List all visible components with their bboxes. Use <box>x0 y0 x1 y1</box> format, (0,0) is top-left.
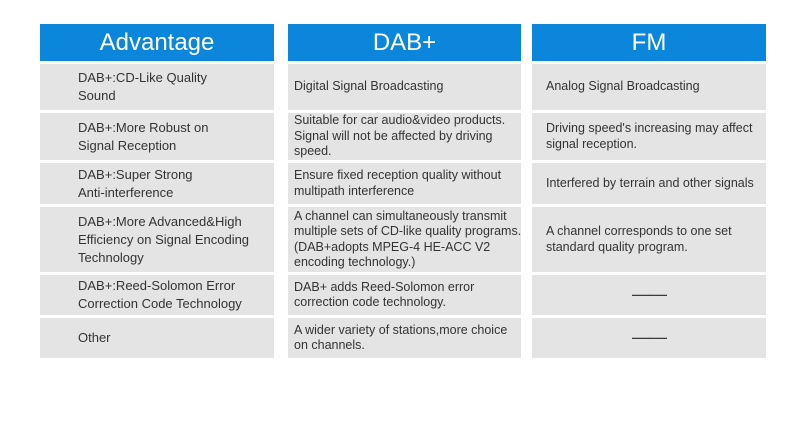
cell-text: DAB+:Super Strong Anti-interference <box>78 166 193 200</box>
advantage-cell-other: Other <box>40 318 274 358</box>
advantage-cell-error-correction: DAB+:Reed-Solomon Error Correction Code … <box>40 275 274 315</box>
cell-text: DAB+:More Advanced&High Efficiency on Si… <box>78 213 250 265</box>
dab-cell-digital-broadcasting: Digital Signal Broadcasting <box>288 64 521 110</box>
fm-cell-empty-dash: —— <box>532 275 766 315</box>
column-advantage: Advantage DAB+:CD-Like Quality Sound DAB… <box>40 24 274 358</box>
advantage-cell-cd-like-quality: DAB+:CD-Like Quality Sound <box>40 64 274 110</box>
column-header-label: FM <box>631 28 667 56</box>
cell-text: DAB+:More Robust on Signal Reception <box>78 119 209 153</box>
column-header-advantage: Advantage <box>40 24 274 61</box>
cell-text: DAB+:Reed-Solomon Error Correction Code … <box>78 278 242 311</box>
cell-text: A channel corresponds to one set standar… <box>546 224 732 254</box>
cell-text: DAB+ adds Reed-Solomon error correction … <box>294 279 475 310</box>
fm-cell-analog-broadcasting: Analog Signal Broadcasting <box>532 64 766 110</box>
dab-cell-reed-solomon: DAB+ adds Reed-Solomon error correction … <box>288 275 521 315</box>
column-header-dab: DAB+ <box>288 24 521 61</box>
fm-cell-driving-speed: Driving speed's increasing may affect si… <box>532 113 766 160</box>
cell-text: A channel can simultaneously transmit mu… <box>294 208 522 270</box>
fm-cell-one-program: A channel corresponds to one set standar… <box>532 207 766 272</box>
cell-text: A wider variety of stations,more choice … <box>294 322 508 353</box>
cell-text: Driving speed's increasing may affect si… <box>546 121 753 151</box>
advantage-cell-robust-reception: DAB+:More Robust on Signal Reception <box>40 113 274 160</box>
advantage-cell-anti-interference: DAB+:Super Strong Anti-interference <box>40 163 274 204</box>
dab-cell-multipath: Ensure fixed reception quality without m… <box>288 163 521 204</box>
dab-cell-station-variety: A wider variety of stations,more choice … <box>288 318 521 358</box>
em-dash: —— <box>632 284 667 305</box>
em-dash: —— <box>632 327 667 348</box>
column-header-label: DAB+ <box>372 28 437 56</box>
column-header-fm: FM <box>532 24 766 61</box>
fm-cell-empty-dash: —— <box>532 318 766 358</box>
cell-text: Other <box>78 330 111 345</box>
advantage-cell-signal-encoding: DAB+:More Advanced&High Efficiency on Si… <box>40 207 274 272</box>
column-fm: FM Analog Signal Broadcasting Driving sp… <box>532 24 766 358</box>
dab-cell-channel-programs: A channel can simultaneously transmit mu… <box>288 207 521 272</box>
cell-text: Analog Signal Broadcasting <box>546 79 700 94</box>
dab-cell-driving-speed: Suitable for car audio&video products. S… <box>288 113 521 160</box>
cell-text: Interfered by terrain and other signals <box>546 175 754 190</box>
column-header-label: Advantage <box>99 28 215 56</box>
column-dab: DAB+ Digital Signal Broadcasting Suitabl… <box>288 24 521 358</box>
cell-text: Suitable for car audio&video products. S… <box>294 113 506 159</box>
cell-text: DAB+:CD-Like Quality Sound <box>78 70 207 103</box>
cell-text: Digital Signal Broadcasting <box>294 79 444 94</box>
cell-text: Ensure fixed reception quality without m… <box>294 168 502 198</box>
fm-cell-terrain-interference: Interfered by terrain and other signals <box>532 163 766 204</box>
